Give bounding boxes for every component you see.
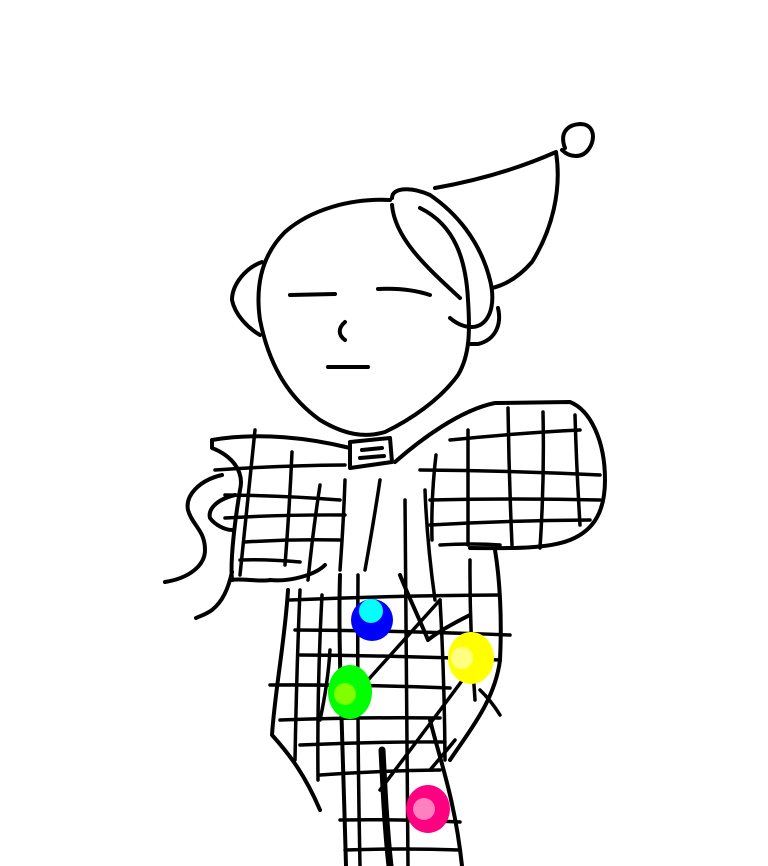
plaid-line xyxy=(448,428,582,442)
plaid-line xyxy=(423,488,437,602)
plaid-line xyxy=(223,493,342,502)
plaid-line xyxy=(438,598,447,762)
plaid-line xyxy=(243,538,342,544)
plaid-line xyxy=(278,716,442,722)
plaid-line xyxy=(573,413,582,527)
bulb-pink xyxy=(406,785,450,833)
plaid-line xyxy=(428,497,602,502)
plaid-line xyxy=(316,593,324,782)
plaid-line xyxy=(288,593,502,602)
party-hat xyxy=(390,122,595,346)
plaid-line xyxy=(213,463,347,472)
plaid-line xyxy=(468,558,477,702)
plaid-line xyxy=(318,648,332,722)
plaid-line xyxy=(338,478,347,572)
left-eye xyxy=(288,292,337,297)
bulb-blue xyxy=(351,599,393,641)
left-ear xyxy=(230,260,264,337)
plaid-line xyxy=(538,410,546,550)
plaid-line xyxy=(283,450,294,567)
right-eye xyxy=(376,286,432,297)
hat-pompom xyxy=(560,122,595,158)
plaid-line xyxy=(438,542,502,547)
plaid-line xyxy=(223,513,347,520)
bulb-green xyxy=(328,665,372,719)
plaid-line xyxy=(318,768,442,777)
plaid-line xyxy=(428,738,457,772)
plaid-line xyxy=(338,818,462,824)
bulb-yellow xyxy=(448,632,494,684)
plaid-line xyxy=(238,558,302,564)
plaid-line xyxy=(293,588,302,762)
head xyxy=(230,197,471,437)
plaid-line xyxy=(306,483,322,582)
plaid-line xyxy=(430,453,438,542)
plaid-line xyxy=(428,518,592,527)
christmas-lights xyxy=(328,599,494,833)
plaid-line xyxy=(378,668,472,792)
plaid-line xyxy=(478,688,502,717)
plaid-line xyxy=(363,478,382,572)
plaid-line xyxy=(343,847,462,852)
plaid-line xyxy=(238,428,257,577)
neck xyxy=(348,436,394,470)
plaid-line xyxy=(506,406,514,547)
nose xyxy=(337,320,347,342)
